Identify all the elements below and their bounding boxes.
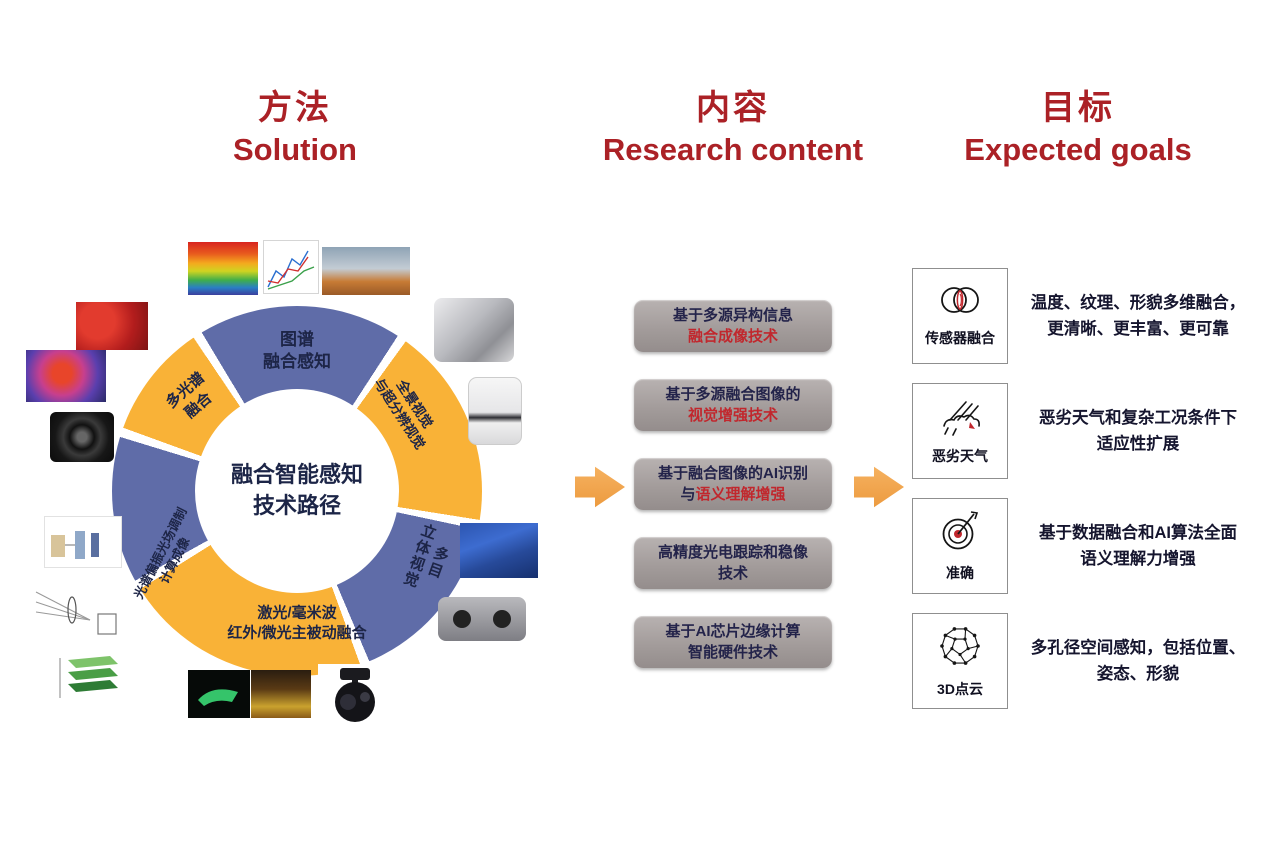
research-box-ai-recognition: 基于融合图像的AI识别 与语义理解增强	[634, 458, 832, 510]
optical-setup-diagram-image	[44, 516, 122, 568]
flow-arrow-content-to-goals	[854, 466, 904, 508]
goal-box-sensor-fusion: 传感器融合	[912, 268, 1008, 364]
research-box-tracking-stabilization: 高精度光电跟踪和稳像 技术	[634, 537, 832, 589]
goal-text-4-line2: 姿态、形貌	[1096, 665, 1180, 683]
blue-boxes-photo-image	[460, 523, 538, 578]
goal-text-3-line2: 语义理解力增强	[1080, 550, 1196, 568]
goal-box-2-label: 恶劣天气	[932, 448, 988, 464]
ring-label-bottom-line2: 红外/微光主被动融合	[227, 624, 367, 641]
research-box-4-line2-dark: 技术	[717, 565, 748, 582]
spectral-bands-diagram-image	[52, 652, 130, 704]
method-header-cn: 方法	[258, 89, 332, 127]
research-box-vision-enhancement: 基于多源融合图像的 视觉增强技术	[634, 379, 832, 431]
goal-box-1-label: 传感器融合	[925, 330, 995, 346]
optical-path-diagram-image	[28, 582, 124, 648]
pipeline-photo-image	[322, 247, 410, 295]
content-header-cn: 内容	[696, 89, 770, 127]
goals-header-cn: 目标	[1041, 89, 1115, 127]
research-box-2-line1: 基于多源融合图像的	[665, 386, 801, 403]
camera-lens-image	[50, 412, 114, 462]
goal-text-2-line2: 适应性扩展	[1096, 435, 1180, 453]
goal-text-accuracy: 基于数据融合和AI算法全面 语义理解力增强	[1018, 498, 1258, 594]
ring-label-top-line1: 图谱	[280, 329, 314, 349]
goal-text-sensor-fusion: 温度、纹理、形貌多维融合， 更清晰、更丰富、更可靠	[1018, 268, 1258, 364]
method-header-en: Solution	[233, 132, 357, 167]
goal-box-bad-weather: 恶劣天气	[912, 383, 1008, 479]
goal-box-accuracy: 准确	[912, 498, 1008, 594]
research-box-1-line2-red: 融合成像技术	[687, 328, 778, 345]
target-accuracy-icon	[938, 509, 982, 558]
goal-text-3-line1: 基于数据融合和AI算法全面	[1039, 523, 1237, 542]
ring-label-top-line2: 融合感知	[263, 352, 331, 371]
panoramic-camera-image	[468, 377, 522, 445]
research-box-1-line2: 融合成像技术	[688, 326, 778, 347]
ring-label-laser-fusion: 激光/毫米波 红外/微光主被动融合	[227, 604, 366, 643]
research-box-5-line2-dark: 智能硬件技术	[687, 644, 778, 661]
research-box-fusion-imaging: 基于多源异构信息 融合成像技术	[634, 300, 832, 352]
ring-label-map-fusion: 图谱 融合感知	[263, 329, 331, 373]
flow-arrow-solution-to-content	[575, 466, 625, 508]
goal-box-3-label: 准确	[946, 565, 974, 581]
goal-text-point-cloud: 多孔径空间感知，包括位置、 姿态、形貌	[1018, 613, 1258, 709]
strawberries-photo-image	[76, 302, 148, 350]
thermal-gold-image	[251, 670, 311, 718]
goal-box-4-label: 3D点云	[937, 681, 983, 697]
goal-text-2-line1: 恶劣天气和复杂工况条件下	[1039, 408, 1237, 427]
gimbal-camera-image	[318, 664, 392, 728]
research-box-2-line2-red: 视觉增强技术	[687, 407, 778, 424]
goal-text-1-line2: 更清晰、更丰富、更可靠	[1047, 320, 1229, 338]
solution-ring: 融合智能感知 技术路径	[112, 306, 482, 676]
research-box-2-line2: 视觉增强技术	[688, 405, 778, 426]
research-box-5-line2: 智能硬件技术	[688, 642, 778, 663]
research-box-4-line1: 高精度光电跟踪和稳像	[657, 544, 808, 561]
goal-text-4-line1: 多孔径空间感知，包括位置、	[1030, 638, 1246, 657]
multi-camera-cube-image	[434, 298, 514, 362]
goals-header-en: Expected goals	[964, 132, 1192, 167]
goal-box-point-cloud: 3D点云	[912, 613, 1008, 709]
bad-weather-icon	[936, 396, 984, 441]
spectral-curves-chart-image	[263, 240, 319, 294]
goal-text-bad-weather: 恶劣天气和复杂工况条件下 适应性扩展	[1018, 383, 1258, 479]
point-cloud-icon	[937, 623, 983, 674]
ring-label-bottom-line1: 激光/毫米波	[257, 604, 337, 622]
solution-ring-center: 融合智能感知 技术路径	[195, 389, 399, 593]
thermal-scene-image	[26, 350, 106, 402]
research-box-1-line1: 基于多源异构信息	[672, 307, 793, 324]
goal-text-1-line1: 温度、纹理、形貌多维融合，	[1030, 293, 1246, 312]
research-box-3-line2-red: 语义理解增强	[695, 486, 786, 503]
research-box-3-line2-dark: 与	[680, 486, 696, 503]
thermal-cube-image	[188, 242, 258, 295]
content-header: 内容 Research content	[583, 80, 883, 168]
research-box-3-line2: 与语义理解增强	[680, 484, 785, 505]
method-header: 方法 Solution	[145, 80, 445, 168]
venn-fusion-icon	[936, 284, 984, 323]
goals-header: 目标 Expected goals	[928, 80, 1228, 168]
research-box-edge-computing: 基于AI芯片边缘计算 智能硬件技术	[634, 616, 832, 668]
research-box-3-line1: 基于融合图像的AI识别	[657, 465, 808, 482]
sonar-display-image	[188, 670, 250, 718]
ring-center-line2: 技术路径	[252, 493, 341, 518]
content-header-en: Research content	[602, 132, 864, 167]
research-box-5-line1: 基于AI芯片边缘计算	[665, 623, 801, 640]
stereo-camera-image	[438, 597, 526, 641]
ring-center-line1: 融合智能感知	[230, 462, 363, 488]
research-box-4-line2: 技术	[718, 563, 748, 584]
